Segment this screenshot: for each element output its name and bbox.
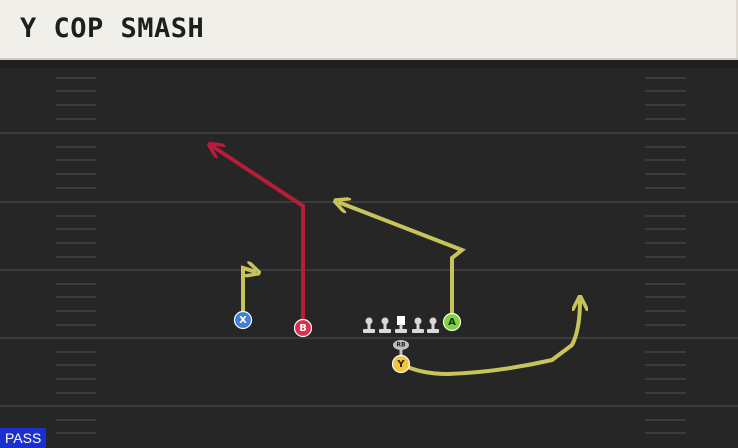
lineman-icon bbox=[412, 317, 424, 333]
offensive-line bbox=[363, 316, 439, 333]
lineman-icon bbox=[427, 317, 439, 333]
player-y[interactable]: Y bbox=[391, 354, 411, 374]
center-icon bbox=[395, 316, 407, 333]
yard-lines bbox=[0, 132, 738, 407]
rb-label: RB bbox=[396, 342, 406, 349]
play-type-badge: PASS bbox=[0, 428, 47, 448]
player-x[interactable]: X bbox=[233, 310, 253, 330]
route-b-post bbox=[212, 146, 305, 328]
field-surface bbox=[0, 58, 738, 448]
route-x-hitch bbox=[241, 268, 256, 320]
player-a[interactable]: A bbox=[442, 312, 462, 332]
lineman-icon bbox=[379, 317, 391, 333]
player-rb[interactable]: RB bbox=[393, 340, 409, 355]
hash-marks-right bbox=[645, 77, 686, 434]
player-x-label: X bbox=[239, 315, 247, 326]
play-title: Y COP SMASH bbox=[20, 13, 205, 44]
player-y-label: Y bbox=[396, 359, 405, 370]
field-shadow bbox=[0, 58, 738, 68]
hash-marks-left bbox=[56, 77, 96, 434]
field-diagram: RB X B A Y bbox=[0, 58, 738, 448]
route-a-corner bbox=[338, 202, 466, 322]
player-a-label: A bbox=[448, 317, 456, 328]
play-field: RB X B A Y bbox=[0, 58, 738, 448]
lineman-icon bbox=[363, 317, 375, 333]
player-b-label: B bbox=[299, 323, 307, 334]
route-y-wheel bbox=[400, 300, 580, 377]
title-bar: Y COP SMASH bbox=[0, 0, 738, 58]
player-b[interactable]: B bbox=[293, 318, 313, 338]
